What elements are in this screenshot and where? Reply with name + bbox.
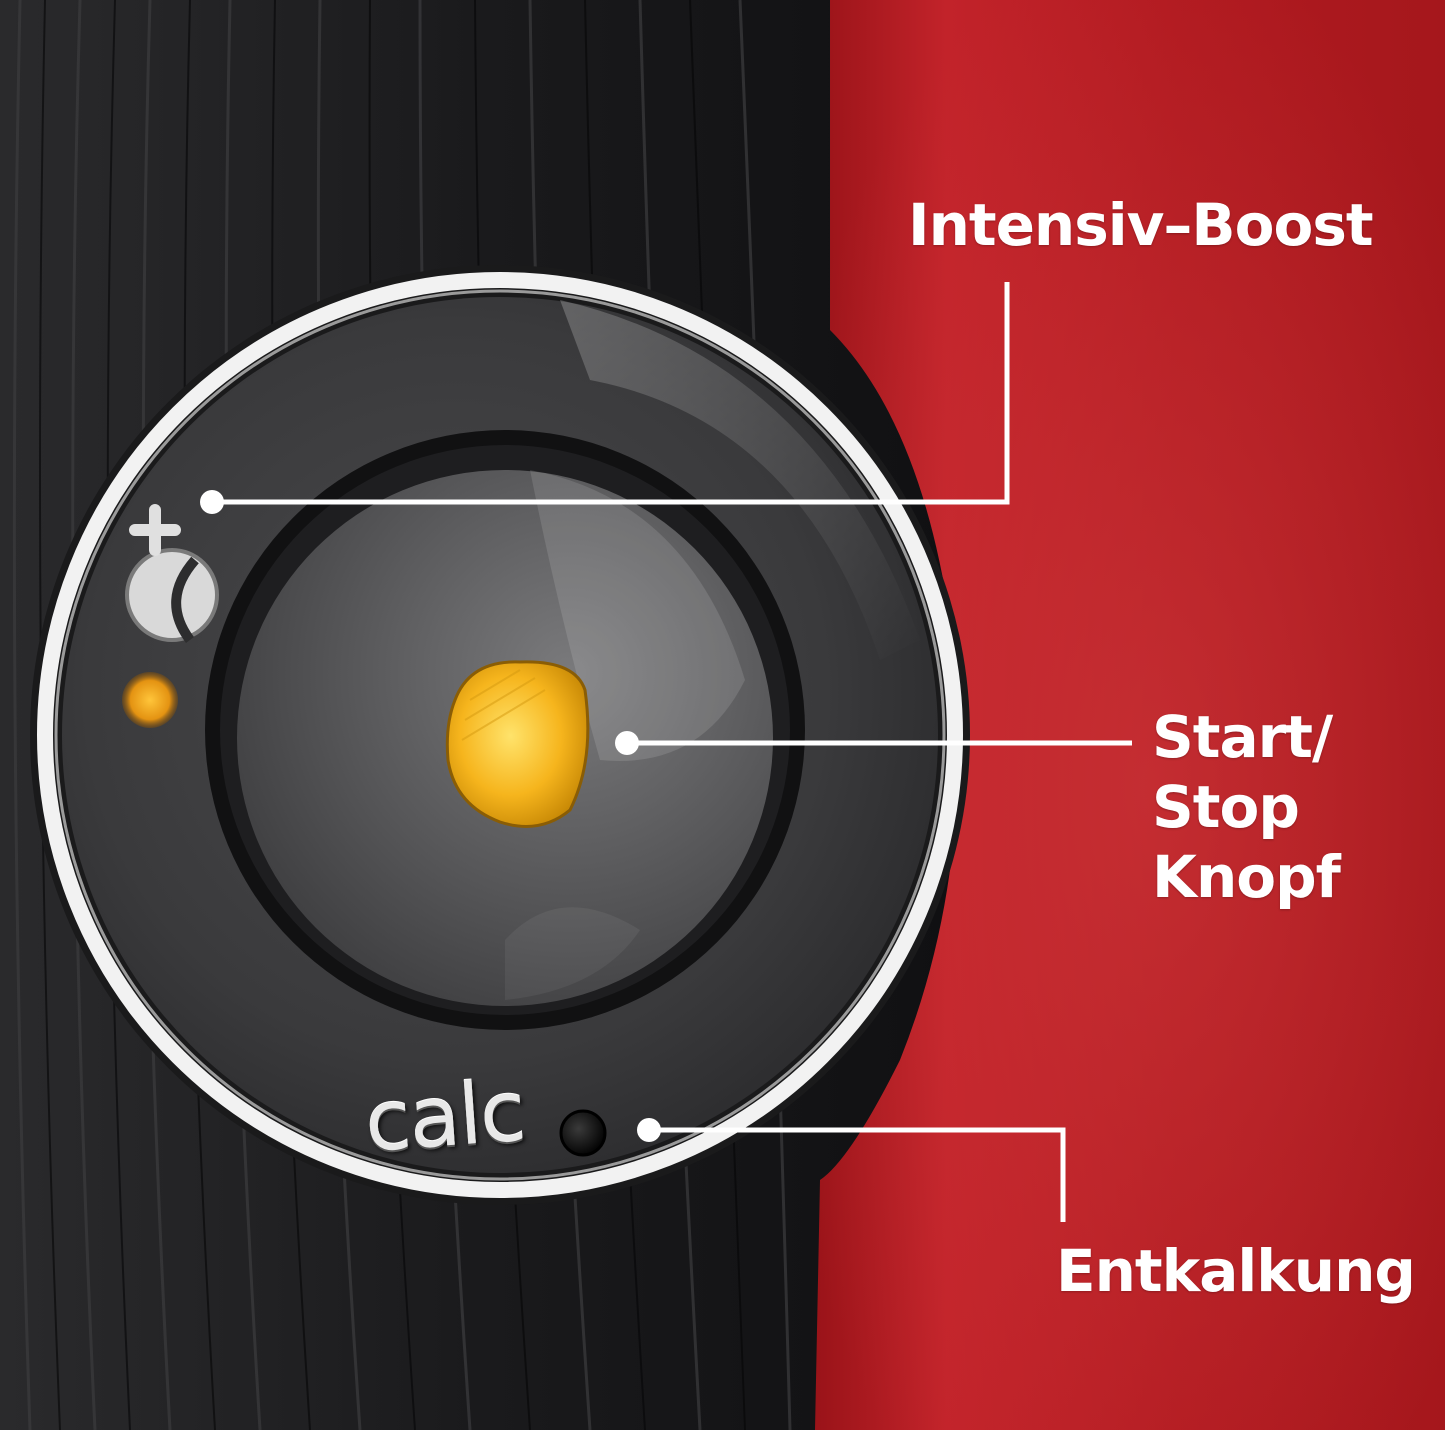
descaling-label: Entkalkung [1056, 1237, 1416, 1305]
callout-lines [212, 282, 1132, 1222]
calc-led-icon [559, 1109, 607, 1157]
start-stop-label: Start/ Stop Knopf [1152, 702, 1412, 912]
intensity-led-icon [122, 672, 178, 728]
start-stop-label-line1: Start/ [1152, 703, 1333, 771]
white-ring [37, 272, 963, 1198]
start-stop-led [445, 660, 590, 828]
coffee-bean-plus-icon[interactable] [125, 504, 219, 643]
intensiv-boost-label: Intensiv–Boost [908, 191, 1374, 259]
start-stop-label-line2: Stop [1152, 773, 1300, 841]
callout-dots [200, 490, 661, 1142]
calc-label: calc [361, 1061, 528, 1171]
start-stop-label-line3: Knopf [1152, 843, 1341, 911]
